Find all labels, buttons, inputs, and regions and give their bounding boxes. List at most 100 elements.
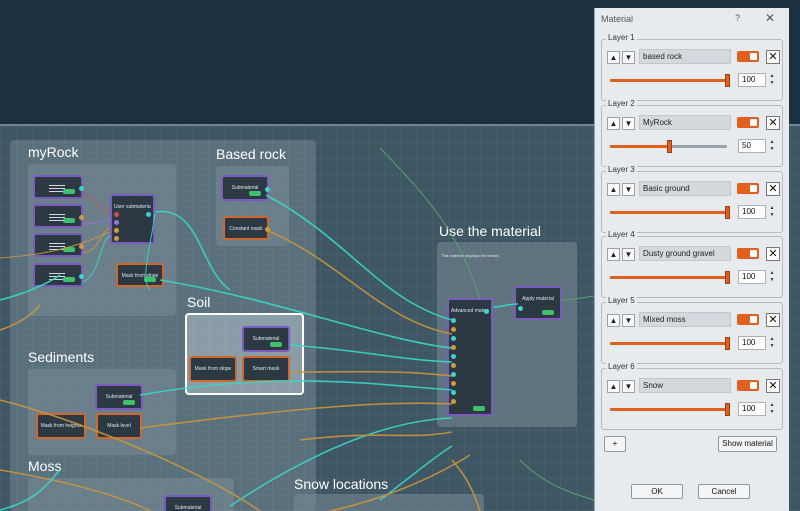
layer-opacity-slider[interactable] [610, 206, 730, 219]
node-slider-1[interactable] [33, 175, 84, 199]
move-down-button[interactable]: ▼ [622, 248, 635, 261]
layer-opacity-value[interactable]: 100 [738, 336, 766, 350]
arrow-down-icon: ▼ [624, 185, 633, 194]
node-slider-4[interactable] [33, 263, 84, 287]
node-title: Mask from slope [121, 273, 159, 279]
node-apply-material[interactable]: Apply material [514, 286, 562, 320]
node-toggle[interactable] [542, 310, 554, 315]
node-toggle[interactable] [63, 277, 75, 282]
node-mask-level[interactable]: Mask level [96, 413, 142, 439]
spin-arrows[interactable]: ▲▼ [769, 270, 775, 283]
spin-arrows[interactable]: ▲▼ [769, 336, 775, 349]
node-slider-2[interactable] [33, 204, 84, 228]
layer-opacity-slider[interactable] [610, 337, 730, 350]
layer-opacity-slider[interactable] [610, 403, 730, 416]
layer-name-field[interactable]: Mixed moss [639, 312, 731, 327]
layer-opacity-value[interactable]: 100 [738, 73, 766, 87]
delete-layer-button[interactable]: ✕ [766, 50, 780, 64]
node-smart-mask[interactable]: Smart mask [242, 356, 290, 382]
spin-arrows[interactable]: ▲▼ [769, 73, 775, 86]
delete-layer-button[interactable]: ✕ [766, 313, 780, 327]
move-down-button[interactable]: ▼ [622, 51, 635, 64]
dialog-titlebar[interactable]: Material ? ✕ [595, 8, 789, 30]
delete-layer-button[interactable]: ✕ [766, 247, 780, 261]
move-up-button[interactable]: ▲ [607, 314, 620, 327]
arrow-down-icon: ▼ [624, 316, 633, 325]
layer-enable-toggle[interactable] [737, 314, 759, 325]
node-toggle[interactable] [63, 218, 75, 223]
slider-fill [610, 342, 727, 345]
node-slider-3[interactable] [33, 233, 84, 257]
slider-fill [610, 211, 727, 214]
node-user-submaterial[interactable]: User submaterial [110, 194, 155, 244]
layer-group: Layer 5▲▼Mixed moss✕100▲▼ [601, 296, 783, 364]
node-mask-from-slope-soil[interactable]: Mask from slope [189, 356, 237, 382]
layer-opacity-value[interactable]: 100 [738, 205, 766, 219]
node-submaterial-soil[interactable]: Submaterial [242, 326, 290, 352]
delete-layer-button[interactable]: ✕ [766, 182, 780, 196]
close-icon[interactable]: ✕ [765, 11, 776, 25]
layer-group: Layer 6▲▼Snow✕100▲▼ [601, 362, 783, 430]
layer-opacity-slider[interactable] [610, 74, 730, 87]
slider-handle[interactable] [725, 403, 730, 416]
layer-opacity-slider[interactable] [610, 271, 730, 284]
slider-handle[interactable] [725, 337, 730, 350]
node-mask-from-slope[interactable]: Mask from slope [116, 263, 164, 287]
ok-button[interactable]: OK [631, 484, 683, 499]
group-snow-body [294, 494, 484, 511]
help-icon[interactable]: ? [735, 13, 741, 23]
layer-opacity-value[interactable]: 100 [738, 402, 766, 416]
layer-name-field[interactable]: Basic ground [639, 181, 731, 196]
layer-opacity-slider[interactable] [610, 140, 727, 153]
spin-arrows[interactable]: ▲▼ [769, 139, 775, 152]
layer-name-field[interactable]: Dusty ground gravel [639, 246, 731, 261]
move-up-button[interactable]: ▲ [607, 51, 620, 64]
node-mask-from-heights[interactable]: Mask from heights [36, 413, 86, 439]
move-up-button[interactable]: ▲ [607, 183, 620, 196]
slider-handle[interactable] [666, 140, 672, 153]
node-toggle[interactable] [249, 191, 261, 196]
layer-opacity-value[interactable]: 50 [738, 139, 766, 153]
node-toggle[interactable] [123, 400, 135, 405]
layer-name-field[interactable]: MyRock [639, 115, 731, 130]
spin-arrows[interactable]: ▲▼ [769, 205, 775, 218]
move-up-button[interactable]: ▲ [607, 117, 620, 130]
delete-layer-button[interactable]: ✕ [766, 116, 780, 130]
layer-enable-toggle[interactable] [737, 183, 759, 194]
slider-handle[interactable] [725, 206, 730, 219]
move-down-button[interactable]: ▼ [622, 117, 635, 130]
layer-opacity-value[interactable]: 100 [738, 270, 766, 284]
node-submaterial-moss[interactable]: Submaterial [164, 495, 212, 511]
node-advanced-material[interactable]: Advanced material [447, 298, 493, 416]
layer-name-field[interactable]: Snow [639, 378, 731, 393]
slider-handle[interactable] [725, 271, 730, 284]
node-title: Submaterial [174, 505, 202, 511]
layer-enable-toggle[interactable] [737, 51, 759, 62]
move-up-button[interactable]: ▲ [607, 380, 620, 393]
node-toggle[interactable] [63, 247, 75, 252]
node-submaterial-sediments[interactable]: Submaterial [95, 384, 143, 410]
move-down-button[interactable]: ▼ [622, 380, 635, 393]
cancel-button[interactable]: Cancel [698, 484, 750, 499]
layer-name-field[interactable]: based rock [639, 49, 731, 64]
move-up-button[interactable]: ▲ [607, 248, 620, 261]
layer-enable-toggle[interactable] [737, 117, 759, 128]
slider-handle[interactable] [725, 74, 730, 87]
node-toggle[interactable] [270, 342, 282, 347]
node-submaterial-based-rock[interactable]: Submaterial [221, 175, 270, 201]
layer-enable-toggle[interactable] [737, 380, 759, 391]
delete-icon: ✕ [768, 51, 778, 63]
top-panel-separator[interactable] [0, 124, 800, 126]
layer-label: Layer 1 [606, 33, 637, 42]
node-toggle[interactable] [473, 406, 485, 411]
delete-layer-button[interactable]: ✕ [766, 379, 780, 393]
move-down-button[interactable]: ▼ [622, 183, 635, 196]
add-layer-button[interactable]: + [604, 436, 626, 452]
node-toggle[interactable] [63, 189, 75, 194]
move-down-button[interactable]: ▼ [622, 314, 635, 327]
show-material-button[interactable]: Show material [718, 436, 777, 452]
node-constant-mask[interactable]: Constant mask [223, 216, 270, 240]
layer-enable-toggle[interactable] [737, 248, 759, 259]
spin-arrows[interactable]: ▲▼ [769, 402, 775, 415]
node-toggle[interactable] [144, 277, 156, 282]
